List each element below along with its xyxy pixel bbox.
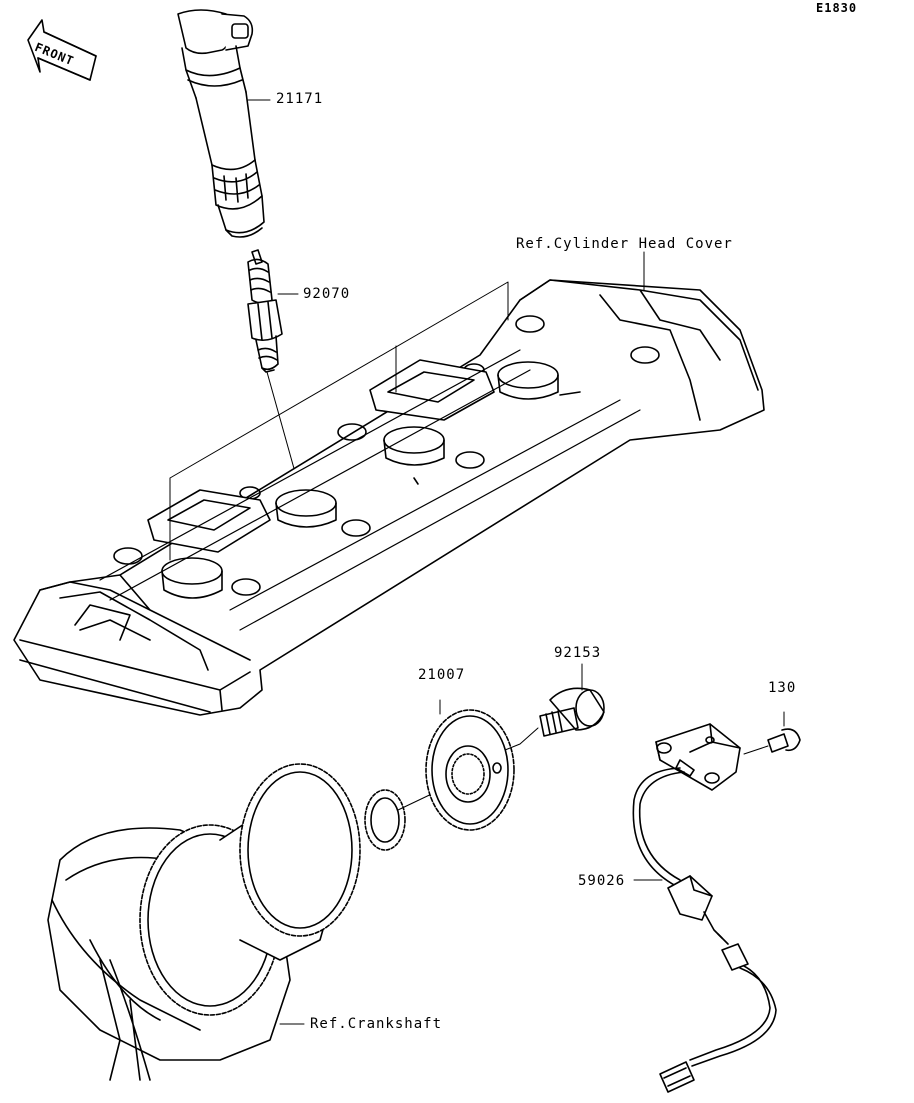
part-number-92153: 92153 <box>554 645 602 661</box>
rotor-bolt <box>504 663 605 751</box>
diagram-code: E1830 <box>816 1 858 15</box>
ref-crankshaft: Ref.Crankshaft <box>310 1016 443 1032</box>
part-number-21007: 21007 <box>418 667 466 683</box>
ref-cylinder-head-cover: Ref.Cylinder Head Cover <box>516 236 733 252</box>
part-number-130: 130 <box>768 680 797 696</box>
ignition-coil <box>177 9 265 238</box>
crankshaft <box>47 763 441 1081</box>
crank-sensor <box>632 723 777 1093</box>
cylinder-head-cover <box>13 251 765 716</box>
part-number-59026: 59026 <box>578 873 626 889</box>
sensor-bolt <box>743 711 801 755</box>
timing-rotor <box>425 699 515 831</box>
front-arrow-icon <box>27 19 97 81</box>
part-number-92070: 92070 <box>303 286 351 302</box>
part-number-21171: 21171 <box>276 91 324 107</box>
spark-plug <box>247 249 283 373</box>
